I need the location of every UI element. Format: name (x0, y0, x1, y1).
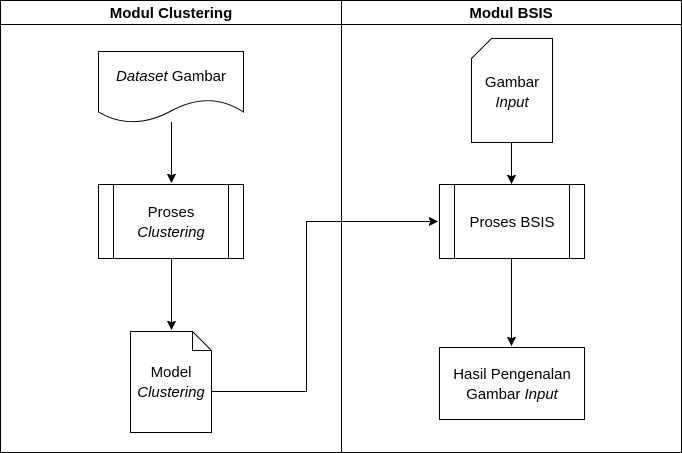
card-shape (471, 38, 553, 143)
node-proses-bsis: Proses BSIS (439, 184, 585, 259)
lane-clustering-header (0, 0, 342, 25)
node-gambar-input: Gambar Input (471, 38, 553, 143)
node-hasil-pengenalan: Hasil Pengenalan Gambar Input (439, 347, 585, 420)
node-hasil-line2-plain: Gambar (466, 386, 524, 403)
lane-clustering-title: Modul Clustering (110, 5, 233, 22)
node-gambar-input-line2: Input (495, 94, 529, 111)
node-proses-clustering-line2: Clustering (137, 224, 205, 241)
node-gambar-input-line1: Gambar (485, 74, 539, 91)
node-proses-clustering-line1: Proses (148, 204, 195, 221)
node-hasil-line2: Gambar Input (466, 386, 559, 403)
node-dataset-label-italic: Dataset (116, 68, 169, 85)
node-model-line1: Model (151, 364, 192, 381)
process-shape (439, 184, 585, 259)
node-hasil-line2-italic: Input (524, 386, 558, 403)
node-model-clustering: Model Clustering (130, 331, 212, 433)
edge-model-to-proses-bsis (212, 222, 437, 392)
edges (172, 122, 512, 392)
node-proses-bsis-label: Proses BSIS (469, 214, 554, 231)
node-hasil-line1: Hasil Pengenalan (453, 366, 571, 383)
note-shape (130, 331, 212, 433)
node-dataset-gambar: Dataset Gambar (98, 51, 244, 123)
node-proses-clustering: Proses Clustering (98, 184, 244, 259)
result-shape (439, 347, 585, 420)
lane-bsis-title: Modul BSIS (469, 5, 552, 22)
document-shape (98, 51, 244, 123)
process-shape (98, 184, 244, 259)
note-fold (192, 331, 212, 351)
node-dataset-label: Dataset Gambar (116, 68, 226, 85)
node-model-line2: Clustering (137, 384, 205, 401)
node-dataset-label-plain: Gambar (168, 68, 226, 85)
